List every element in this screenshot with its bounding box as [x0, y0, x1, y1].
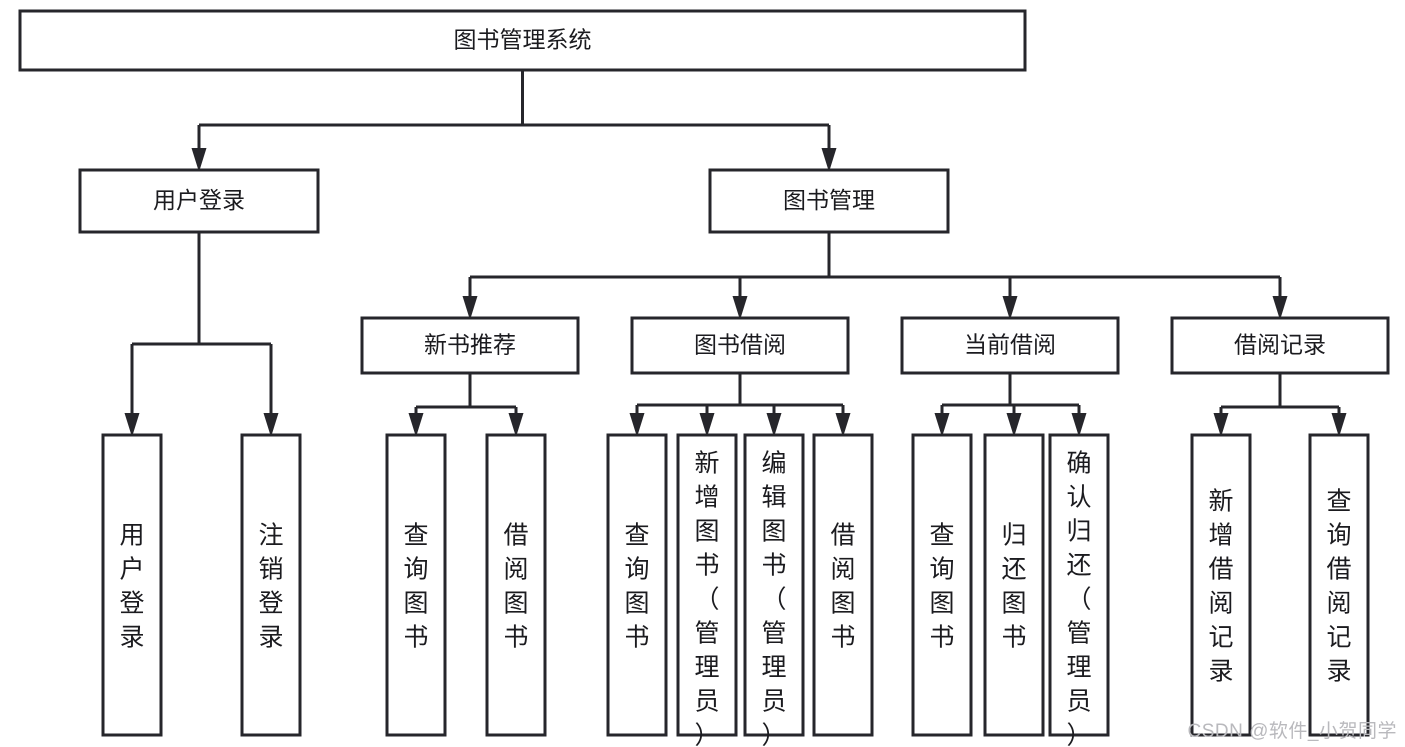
arrow-head-leaf-user-login	[124, 413, 140, 437]
arrow-head-borrow-record	[1272, 296, 1288, 320]
node-new-book-recommend[interactable]: 新书推荐	[360, 316, 580, 375]
arrow-head-leaf-borrow-book-2	[835, 413, 851, 437]
node-label-leaf-query-book-2: 查询图书	[624, 522, 649, 652]
node-box-leaf-add-book	[676, 433, 738, 737]
arrow-head-leaf-return-book	[1006, 413, 1022, 437]
node-label-leaf-user-login: 用户登录	[119, 522, 144, 652]
connector-group-user-login	[124, 232, 279, 437]
node-leaf-query-record[interactable]: 查询借阅记录	[1308, 433, 1370, 737]
node-label-book-borrow: 图书借阅	[694, 332, 786, 358]
node-label-borrow-record: 借阅记录	[1234, 332, 1326, 358]
node-leaf-confirm-return[interactable]: 确认归还（管理员）	[1048, 433, 1110, 747]
node-current-borrow[interactable]: 当前借阅	[900, 316, 1120, 375]
connector-group-current-borrow	[934, 373, 1087, 437]
connector-group-book-borrow	[629, 373, 851, 437]
node-leaf-query-book-2[interactable]: 查询图书	[606, 433, 668, 737]
node-label-user-login: 用户登录	[153, 187, 245, 213]
connector-group-root	[191, 70, 837, 172]
node-label-leaf-query-record: 查询借阅记录	[1326, 488, 1351, 686]
arrow-head-leaf-borrow-book-1	[508, 413, 524, 437]
node-label-leaf-borrow-book-2: 借阅图书	[830, 522, 855, 652]
node-root[interactable]: 图书管理系统	[18, 9, 1027, 72]
node-leaf-query-book-3[interactable]: 查询图书	[911, 433, 973, 737]
arrow-head-new-book-recommend	[462, 296, 478, 320]
node-book-borrow[interactable]: 图书借阅	[630, 316, 850, 375]
arrow-head-leaf-edit-book	[766, 413, 782, 437]
node-leaf-borrow-book-1[interactable]: 借阅图书	[485, 433, 547, 737]
watermark-label: CSDN @软件_小贺同学	[1187, 721, 1397, 742]
node-label-leaf-add-record: 新增借阅记录	[1208, 488, 1233, 686]
node-label-leaf-add-book: 新增图书（管理员）	[694, 450, 719, 747]
node-box-leaf-add-record	[1190, 433, 1252, 737]
connector-group-book-manage	[462, 232, 1288, 320]
node-leaf-edit-book[interactable]: 编辑图书（管理员）	[743, 433, 805, 747]
node-label-new-book-recommend: 新书推荐	[424, 332, 516, 358]
arrow-head-user-login	[191, 148, 207, 172]
arrow-head-leaf-confirm-return	[1071, 413, 1087, 437]
node-leaf-query-book-1[interactable]: 查询图书	[385, 433, 447, 737]
node-label-leaf-edit-book: 编辑图书（管理员）	[761, 450, 786, 747]
node-book-manage[interactable]: 图书管理	[708, 168, 950, 234]
node-box-leaf-query-book-2	[606, 433, 668, 737]
connector-group-new-book-recommend	[408, 373, 524, 437]
node-label-root: 图书管理系统	[454, 27, 592, 53]
node-box-book-borrow	[630, 316, 850, 375]
arrow-head-leaf-query-book-1	[408, 413, 424, 437]
node-box-borrow-record	[1170, 316, 1390, 375]
node-box-user-login	[78, 168, 320, 234]
node-box-current-borrow	[900, 316, 1120, 375]
node-box-leaf-user-logout	[240, 433, 302, 737]
node-label-current-borrow: 当前借阅	[964, 332, 1056, 358]
node-leaf-add-book[interactable]: 新增图书（管理员）	[676, 433, 738, 747]
node-leaf-user-login[interactable]: 用户登录	[101, 433, 163, 737]
node-leaf-borrow-book-2[interactable]: 借阅图书	[812, 433, 874, 737]
arrow-head-book-manage	[821, 148, 837, 172]
node-label-leaf-return-book: 归还图书	[1001, 522, 1026, 652]
connector-group-borrow-record	[1213, 373, 1347, 437]
node-box-leaf-query-book-3	[911, 433, 973, 737]
node-label-leaf-query-book-1: 查询图书	[403, 522, 428, 652]
arrow-head-book-borrow	[732, 296, 748, 320]
arrow-head-leaf-query-book-3	[934, 413, 950, 437]
node-box-leaf-borrow-book-1	[485, 433, 547, 737]
arrow-head-current-borrow	[1002, 296, 1018, 320]
node-box-leaf-user-login	[101, 433, 163, 737]
node-box-leaf-return-book	[983, 433, 1045, 737]
node-label-leaf-user-logout: 注销登录	[258, 522, 283, 652]
node-label-leaf-query-book-3: 查询图书	[929, 522, 954, 652]
node-borrow-record[interactable]: 借阅记录	[1170, 316, 1390, 375]
node-leaf-user-logout[interactable]: 注销登录	[240, 433, 302, 737]
node-label-book-manage: 图书管理	[783, 187, 875, 213]
arrow-head-leaf-query-record	[1331, 413, 1347, 437]
node-box-new-book-recommend	[360, 316, 580, 375]
node-label-leaf-confirm-return: 确认归还（管理员）	[1066, 450, 1091, 747]
connectors-layer	[124, 70, 1347, 437]
node-box-leaf-query-book-1	[385, 433, 447, 737]
arrow-head-leaf-user-logout	[263, 413, 279, 437]
arrow-head-leaf-add-book	[699, 413, 715, 437]
node-box-leaf-query-record	[1308, 433, 1370, 737]
node-box-leaf-borrow-book-2	[812, 433, 874, 737]
node-leaf-return-book[interactable]: 归还图书	[983, 433, 1045, 737]
node-label-leaf-borrow-book-1: 借阅图书	[503, 522, 528, 652]
node-box-root	[18, 9, 1027, 72]
node-user-login[interactable]: 用户登录	[78, 168, 320, 234]
node-box-leaf-edit-book	[743, 433, 805, 737]
arrow-head-leaf-query-book-2	[629, 413, 645, 437]
node-leaf-add-record[interactable]: 新增借阅记录	[1190, 433, 1252, 737]
node-box-book-manage	[708, 168, 950, 234]
node-box-leaf-confirm-return	[1048, 433, 1110, 737]
arrow-head-leaf-add-record	[1213, 413, 1229, 437]
nodes-layer: 图书管理系统用户登录图书管理新书推荐图书借阅当前借阅借阅记录用户登录注销登录查询…	[18, 9, 1390, 747]
